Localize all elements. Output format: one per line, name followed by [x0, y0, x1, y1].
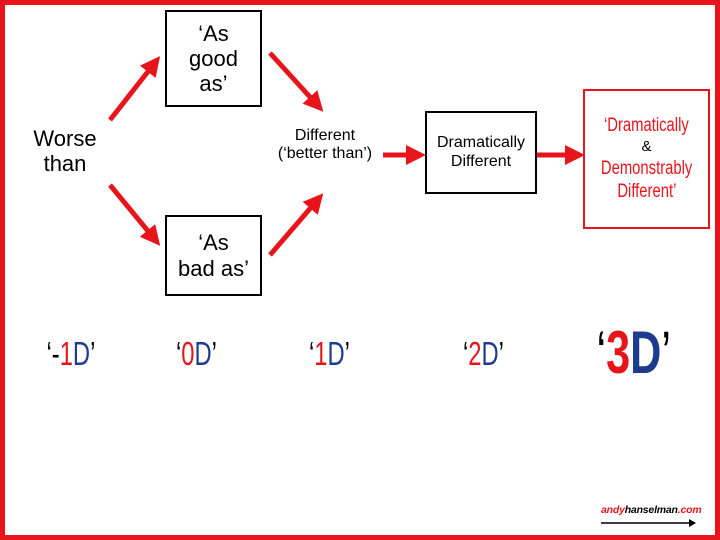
arrows-layer — [108, 51, 585, 257]
dd-line3: Different’ — [616, 181, 677, 203]
arrow-worse-to-good — [108, 56, 161, 122]
dramatically-demonstrably-box: ‘Dramatically & Demonstrably Different’ — [583, 89, 710, 229]
andyhanselman-logo: andyhanselman.com — [601, 504, 702, 530]
dimension-3d: ‘3D’ — [596, 319, 671, 386]
as-bad-as-label: ‘As bad as’ — [178, 230, 249, 281]
worse-than-label: Worse than — [33, 125, 97, 176]
as-bad-as-box: ‘As bad as’ — [165, 215, 262, 296]
arrow-worse-to-bad — [108, 183, 161, 246]
dimension-2d: ‘2D’ — [462, 335, 504, 372]
dimension-0d: ‘0D’ — [175, 335, 217, 372]
dramatically-different-label: Dramatically Different — [436, 134, 525, 170]
arrow-bad-to-different — [268, 193, 324, 257]
as-good-as-label: ‘As good as’ — [189, 20, 238, 97]
logo-text: andyhanselman.com — [601, 504, 702, 516]
logo-underline-arrow — [601, 519, 696, 527]
worse-than-node: Worse than — [19, 117, 111, 185]
dramatically-different-box: Dramatically Different — [425, 111, 537, 194]
arrow-good-to-different — [268, 51, 324, 112]
different-node: Different (‘better than’) — [267, 117, 383, 173]
different-label: Different (‘better than’) — [277, 126, 373, 162]
as-good-as-box: ‘As good as’ — [165, 10, 262, 107]
dimension-1d: ‘1D’ — [308, 335, 350, 372]
dd-line1: ‘Dramatically — [604, 115, 689, 136]
dimension-minus-1d: ‘-1D’ — [46, 335, 96, 372]
dd-ampersand: & — [641, 137, 652, 155]
dd-line2: Demonstrably — [600, 157, 693, 179]
